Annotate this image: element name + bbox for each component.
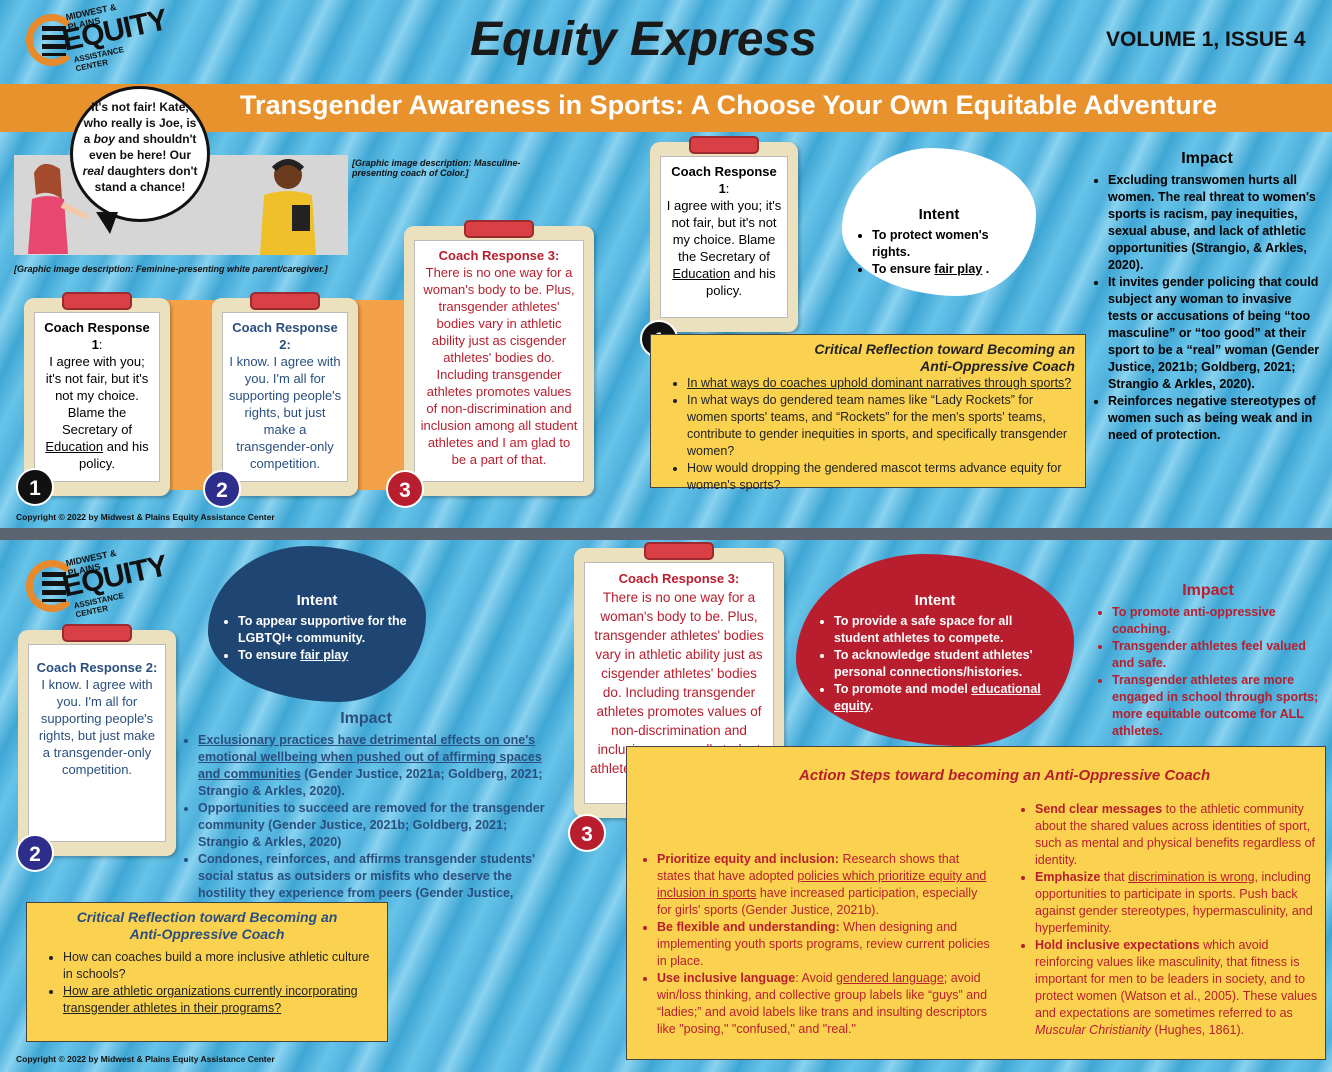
banner-title: Transgender Awareness in Sports: A Choos… bbox=[0, 84, 1332, 132]
clip-icon bbox=[62, 624, 132, 642]
clip-icon bbox=[62, 292, 132, 310]
intent-3-card: Intent To provide a safe space for all s… bbox=[796, 554, 1074, 746]
clipboard-response-1-detail: Coach Response 1:I agree with you; it's … bbox=[650, 136, 798, 332]
intent-1-card: Intent To protect women's rights.To ensu… bbox=[842, 148, 1036, 296]
clipboard-response-1[interactable]: Coach Response 1:I agree with you; it's … bbox=[24, 292, 170, 496]
volume-issue: VOLUME 1, ISSUE 4 bbox=[1106, 28, 1306, 51]
impact-1: Impact Excluding transwomen hurts all wo… bbox=[1090, 150, 1324, 444]
intent-2-card: Intent To appear supportive for the LGBT… bbox=[208, 546, 426, 702]
scene-illustration bbox=[14, 155, 348, 255]
clip-icon bbox=[250, 292, 320, 310]
coach-figure-icon bbox=[260, 159, 316, 255]
choice-3-detail-badge: 3 bbox=[568, 814, 606, 852]
choice-2-badge[interactable]: 2 bbox=[203, 470, 241, 508]
choice-3-badge[interactable]: 3 bbox=[386, 470, 424, 508]
parent-figure-icon bbox=[28, 163, 88, 254]
clip-icon bbox=[689, 136, 759, 154]
parent-image-description: [Graphic image description: Feminine-pre… bbox=[14, 264, 328, 274]
clip-icon bbox=[464, 220, 534, 238]
impact-3: Impact To promote anti-oppressive coachi… bbox=[1094, 582, 1322, 740]
speech-bubble: It's not fair! Kate, who really is Joe, … bbox=[70, 86, 210, 222]
copyright: Copyright © 2022 by Midwest & Plains Equ… bbox=[16, 512, 275, 522]
clipboard-response-2-detail: Coach Response 2:I know. I agree with yo… bbox=[18, 624, 176, 856]
clipboard-response-3[interactable]: Coach Response 3:There is no one way for… bbox=[404, 220, 594, 496]
choice-2-detail-badge: 2 bbox=[16, 834, 54, 872]
newsletter-title: Equity Express bbox=[470, 13, 817, 66]
clipboard-response-2[interactable]: Coach Response 2:I know. I agree with yo… bbox=[212, 292, 358, 496]
impact-2: Impact Exclusionary practices have detri… bbox=[180, 710, 552, 919]
panel-divider bbox=[0, 528, 1332, 540]
coach-image-description: [Graphic image description: Masculine-pr… bbox=[352, 158, 521, 178]
action-steps: Action Steps toward becoming an Anti-Opp… bbox=[626, 746, 1326, 1060]
choice-1-badge[interactable]: 1 bbox=[16, 468, 54, 506]
clip-icon bbox=[644, 542, 714, 560]
speech-bubble-tail bbox=[96, 212, 118, 234]
copyright: Copyright © 2022 by Midwest & Plains Equ… bbox=[16, 1054, 275, 1064]
